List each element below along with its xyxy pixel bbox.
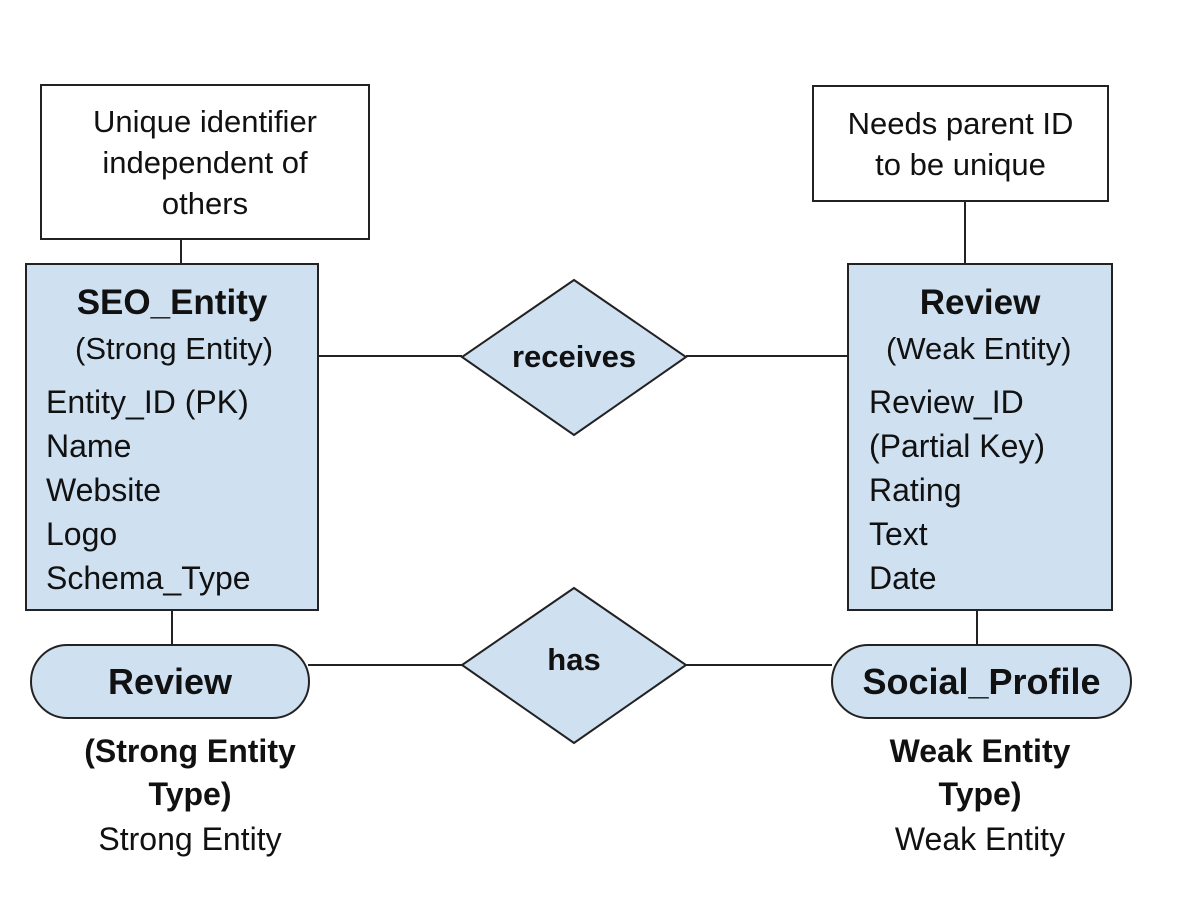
entity-seo-entity: SEO_Entity (Strong Entity) Entity_ID (PK…: [25, 263, 319, 611]
attribute: Review_ID: [869, 384, 1024, 420]
note-strong-entity: Unique identifier independent of others: [40, 84, 370, 240]
attribute-list: Entity_ID (PK) Name Website Logo Schema_…: [46, 380, 251, 600]
attribute: Logo: [46, 516, 118, 552]
attribute: Name: [46, 428, 132, 464]
note-line: others: [161, 185, 249, 221]
attribute: (Partial Key): [869, 428, 1046, 464]
attribute-list: Review_ID (Partial Key) Rating Text Date: [869, 380, 1045, 600]
entity-subtitle: (Weak Entity): [886, 331, 1072, 366]
entity-subtitle: (Strong Entity): [75, 331, 274, 366]
note-weak-entity: Needs parent ID to be unique: [812, 85, 1109, 202]
attribute: Schema_Type: [46, 560, 251, 596]
relationship-has-label: has: [547, 642, 601, 677]
caption-normal-line: Strong Entity: [98, 821, 282, 857]
caption-bold-line: Weak Entity: [889, 733, 1071, 769]
attribute: Website: [46, 472, 162, 508]
pill-social-profile: Social_Profile: [831, 644, 1132, 719]
note-line: Unique identifier: [92, 103, 318, 139]
caption-normal-line: Weak Entity: [894, 821, 1066, 857]
attribute: Text: [869, 516, 928, 552]
caption-bold-line: Type): [148, 776, 232, 812]
entity-title: Review: [919, 283, 1041, 322]
caption-strong-entity-type: (Strong Entity Type) Strong Entity: [40, 730, 340, 862]
attribute: Rating: [869, 472, 962, 508]
entity-title: SEO_Entity: [76, 283, 268, 322]
note-line: Needs parent ID: [847, 105, 1074, 141]
note-line: independent of: [102, 144, 308, 180]
caption-bold-line: Type): [938, 776, 1022, 812]
caption-bold-line: (Strong Entity: [84, 733, 296, 769]
note-line: to be unique: [875, 146, 1046, 182]
attribute: Date: [869, 560, 937, 596]
relationship-receives-label: receives: [511, 339, 637, 374]
attribute: Entity_ID (PK): [46, 384, 249, 420]
entity-review: Review (Weak Entity) Review_ID (Partial …: [847, 263, 1113, 611]
has-diamond: [460, 586, 688, 745]
caption-weak-entity-type: Weak Entity Type) Weak Entity: [830, 730, 1130, 862]
pill-review: Review: [30, 644, 310, 719]
receives-diamond: [460, 278, 688, 437]
